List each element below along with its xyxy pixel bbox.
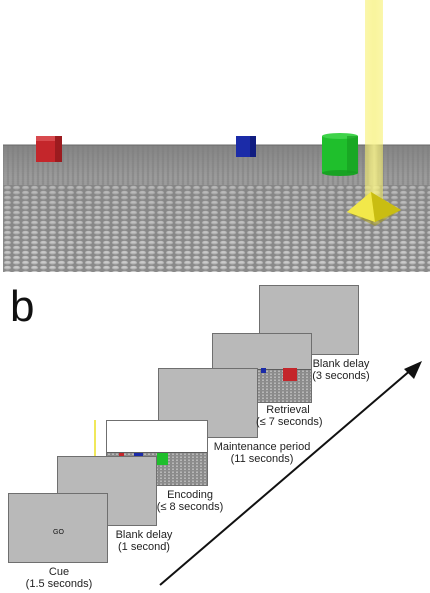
encoding-sky <box>107 421 207 455</box>
caption-retrieval: Retrieval (≤ 7 seconds) <box>256 404 323 428</box>
caption-blank-delay-final-duration: (3 seconds) <box>312 370 370 382</box>
caption-maintenance-duration: (11 seconds) <box>230 453 294 465</box>
caption-encoding: Encoding (≤ 8 seconds) <box>154 489 226 513</box>
retrieval-red-cube <box>283 368 297 381</box>
caption-blank-delay-1-name: Blank delay <box>115 529 173 541</box>
screen-cue: GO <box>8 493 108 563</box>
encoding-yellow-beam-icon <box>94 420 96 458</box>
sky <box>3 0 430 145</box>
screen-retrieval <box>212 333 312 403</box>
caption-cue-duration: (1.5 seconds) <box>25 578 93 590</box>
caption-cue: Cue (1.5 seconds) <box>24 566 94 590</box>
panel-label-b: b <box>10 282 35 331</box>
caption-blank-delay-final: Blank delay (3 seconds) <box>309 358 373 382</box>
yellow-pyramid-icon <box>347 192 401 226</box>
caption-retrieval-duration: (≤ 7 seconds) <box>256 416 323 428</box>
caption-blank-delay-final-name: Blank delay <box>312 358 370 370</box>
yellow-light-beam <box>365 0 383 208</box>
caption-maintenance-name: Maintenance period <box>213 441 311 453</box>
blue-cube <box>236 136 256 157</box>
time-arrow-head <box>404 361 422 379</box>
caption-encoding-name: Encoding <box>167 489 213 501</box>
time-arrow <box>159 361 422 586</box>
go-text: GO <box>53 529 64 536</box>
virtual-environment-scene <box>3 0 430 272</box>
encoding-green-cube <box>157 453 168 465</box>
retrieval-blue-cube <box>261 368 266 373</box>
red-cube <box>36 136 62 162</box>
time-arrow-shaft <box>159 368 413 586</box>
caption-encoding-duration: (≤ 8 seconds) <box>156 501 224 513</box>
caption-maintenance: Maintenance period (11 seconds) <box>209 441 315 465</box>
caption-blank-delay-1-duration: (1 second) <box>118 541 170 553</box>
green-cylinder <box>322 133 358 176</box>
caption-cue-name: Cue <box>48 566 70 578</box>
caption-blank-delay-1: Blank delay (1 second) <box>114 529 174 553</box>
caption-retrieval-name: Retrieval <box>266 404 310 416</box>
scene-svg <box>3 0 430 272</box>
